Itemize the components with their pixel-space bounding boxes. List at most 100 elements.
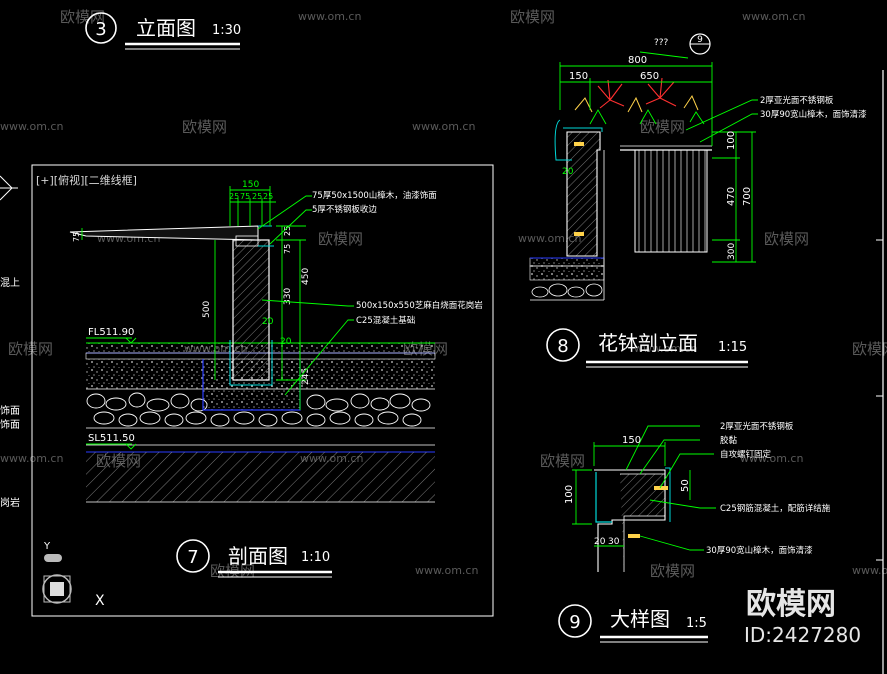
view-3-title: 3 立面图 1:30	[85, 12, 241, 50]
dim-text: 330	[283, 288, 293, 305]
view-scale: 1:15	[718, 340, 747, 355]
note-wood-cladding: 30厚90宽山樟木，面饰清漆	[760, 109, 867, 120]
watermark-site: www.om.cn	[852, 564, 887, 577]
view-number-circle	[176, 539, 210, 573]
view-8-title: 8 花钵剖立面 1:15	[546, 328, 748, 368]
fragment-text: 岗岩	[0, 496, 20, 509]
watermark-id: ID:2427280	[744, 623, 861, 647]
dim-text: 75	[283, 244, 292, 254]
watermark-brand: 欧模网	[60, 8, 105, 26]
granite-post	[232, 239, 270, 381]
planter-section-8: 9 ??? 800 150 650 100 470 700 300 20 2厚亚…	[529, 33, 867, 368]
view-7-title: 7 剖面图 1:10	[176, 539, 332, 578]
watermark-site: www.om.cn	[412, 120, 475, 133]
view-title: 立面图	[136, 16, 196, 40]
watermark-brand: 欧模网	[852, 340, 887, 358]
dim-text: 75	[240, 192, 250, 201]
planter-notes: 2厚亚光面不锈钢板 30厚90宽山樟木，面饰清漆	[760, 95, 867, 120]
dim-text: 800	[628, 55, 647, 66]
dim-text: 25	[283, 226, 292, 236]
dim-text: 25	[229, 192, 239, 201]
left-edge-fragments: 混上 饰面 饰面 岗岩	[0, 175, 20, 509]
fragment-text: 饰面	[0, 418, 20, 431]
view-number: 8	[557, 336, 568, 357]
note-steel-plate: 2厚亚光面不锈钢板	[760, 95, 834, 106]
planter-wood-cladding	[634, 149, 708, 253]
viewport-frame	[31, 164, 494, 617]
note-rc-concrete: C25钢筋混凝土，配筋详结施	[720, 503, 831, 514]
note-wood-strip: 30厚90宽山樟木，面饰清漆	[706, 545, 813, 556]
watermark-site: www.om.cn	[415, 564, 478, 577]
view-scale: 1:10	[301, 550, 330, 565]
watermark-site: www.om.cn	[518, 232, 581, 245]
watermark-brand: 欧模网	[510, 8, 555, 26]
question-marks: ???	[654, 38, 669, 48]
view-9-title: 9 大样图 1:5	[558, 604, 708, 643]
view-number: 3	[95, 19, 106, 40]
watermark-brand: 欧模网	[8, 340, 53, 358]
detail-9-notes: 2厚亚光面不锈钢板 胶黏 自攻螺钉固定 C25钢筋混凝土，配筋详结施 30厚90…	[706, 421, 831, 556]
plant-symbols	[597, 77, 677, 109]
view-scale: 1:30	[212, 23, 241, 38]
watermark-site: www.om.cn	[742, 10, 805, 23]
watermark-brand: 欧模网	[640, 118, 685, 136]
detail-9-dim-text: 150 100 50 20 30	[564, 435, 691, 547]
note-glue: 胶黏	[720, 435, 738, 446]
rubble-layer	[86, 392, 431, 427]
watermark-site: www.om.cn	[298, 10, 361, 23]
watermark-site: www.om.cn	[0, 120, 63, 133]
dim-text: 20	[562, 167, 574, 177]
view-number-circle	[558, 604, 592, 638]
watermark-brand: 欧模网	[318, 230, 363, 248]
level-fl: FL511.90	[88, 327, 134, 338]
dim-text: 100	[726, 131, 737, 150]
dim-text: 500	[202, 301, 212, 318]
dim-text: 300	[727, 243, 737, 260]
fragment-text: 混上	[0, 277, 20, 289]
dim-text: 700	[742, 187, 753, 206]
section-7-dimensions	[81, 186, 306, 410]
dim-text: 150	[622, 435, 641, 446]
fragment-text: 饰面	[0, 404, 20, 417]
dim-text: 20	[594, 537, 606, 547]
view-number: 9	[569, 612, 580, 633]
viewport-label: [+][俯视][二维线框]	[36, 173, 137, 187]
dim-text: 245	[301, 368, 311, 385]
view-title: 剖面图	[228, 544, 288, 568]
section-7-dim-text: 150 25 75 25 25	[229, 180, 273, 201]
ucs-icon: Y X	[42, 541, 105, 609]
section-7-dim-text-vertical: 25 75 75 500 330 450 245	[72, 226, 311, 385]
watermark-brand: 欧模网	[650, 562, 695, 580]
detail-9-dimensions	[572, 425, 716, 551]
dim-text: 450	[301, 268, 311, 285]
section-7-leaders	[257, 195, 354, 396]
view-scale: 1:5	[686, 616, 707, 631]
dim-text: 650	[640, 71, 659, 82]
planter-wall	[566, 131, 601, 257]
note-steel-edge: 5厚不锈钢板收边	[312, 204, 377, 215]
planter-dim-text: 800 150 650 100 470 700 300 20	[562, 55, 753, 260]
view-number: 7	[187, 547, 198, 568]
ucs-y-label: Y	[43, 541, 51, 552]
detail-9: 150 100 50 20 30 2厚亚光面不锈钢板 胶黏 自攻螺钉固定 C25…	[558, 421, 831, 643]
note-concrete: C25混凝土基础	[356, 315, 415, 326]
watermark-logo-text: 欧模网	[746, 587, 836, 622]
dim-text: 50	[680, 479, 691, 492]
dim-text: 20	[280, 337, 292, 347]
watermark-brand: 欧模网	[764, 230, 809, 248]
dim-text: 470	[726, 187, 737, 206]
soil-hatch	[86, 452, 435, 502]
note-granite: 500x150x550芝麻白烧面花岗岩	[356, 300, 483, 311]
note-steel-plate: 2厚亚光面不锈钢板	[720, 421, 794, 432]
level-marks: FL511.90 SL511.50	[86, 327, 137, 450]
view-number-circle	[85, 12, 117, 44]
view-title: 花钵剖立面	[598, 331, 698, 355]
section-7-notes: 75厚50x1500山樟木，油漆饰面 5厚不锈钢板收边 500x150x550芝…	[312, 190, 483, 326]
dim-text: 25	[263, 192, 273, 201]
dim-text: 150	[569, 71, 588, 82]
dim-text: 20	[262, 317, 274, 327]
dim-text: 150	[242, 180, 259, 190]
view-title: 大样图	[610, 607, 670, 631]
note-screws: 自攻螺钉固定	[720, 449, 772, 460]
